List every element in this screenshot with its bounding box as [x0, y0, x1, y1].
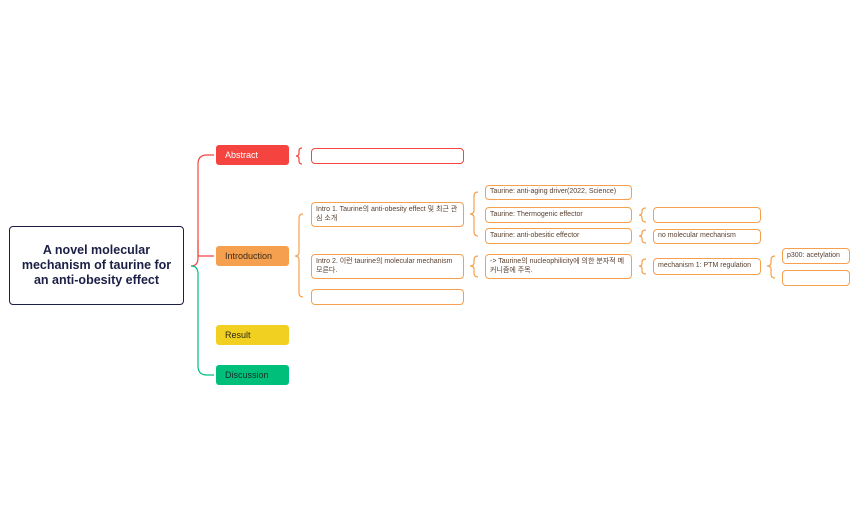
subtopic-intro1[interactable]: Intro 1. Taurine의 anti-obesity effect 및 … [311, 202, 464, 227]
topic-discussion[interactable]: Discussion [216, 365, 289, 385]
subtopic-thermogenic[interactable]: Taurine: Thermogenic effector [485, 207, 632, 223]
nucleo-brace [638, 258, 647, 275]
root-brace-green [190, 265, 214, 376]
ptm-brace [766, 255, 776, 279]
topic-result[interactable]: Result [216, 325, 289, 345]
thermo-brace [638, 207, 647, 223]
subtopic-intro2[interactable]: Intro 2. 이런 taurine의 molecular mechanism… [311, 254, 464, 279]
root-brace-red [190, 154, 214, 267]
topic-abstract[interactable]: Abstract [216, 145, 289, 165]
root-brace-orange [197, 240, 214, 257]
root-topic[interactable]: A novel molecular mechanism of taurine f… [9, 226, 184, 305]
subtopic-anti-obesitic[interactable]: Taurine: anti-obesitic effector [485, 228, 632, 244]
abstract-brace [295, 147, 303, 165]
subtopic-intro-empty[interactable] [311, 289, 464, 305]
subtopic-nucleophilicity[interactable]: -> Taurine의 nucleophilicity에 의한 분자적 메커니즘… [485, 254, 632, 279]
intro-brace [294, 213, 304, 298]
subtopic-no-mechanism[interactable]: no molecular mechanism [653, 229, 761, 244]
subtopic-ptm-regulation[interactable]: mechanism 1: PTM regulation [653, 258, 761, 275]
subtopic-thermo-empty[interactable] [653, 207, 761, 223]
obesitic-brace [638, 229, 647, 244]
subtopic-ptm-empty[interactable] [782, 270, 850, 286]
abstract-empty-subtopic[interactable] [311, 148, 464, 164]
intro1-brace [469, 191, 479, 237]
topic-introduction[interactable]: Introduction [216, 246, 289, 266]
subtopic-anti-aging[interactable]: Taurine: anti-aging driver(2022, Science… [485, 185, 632, 200]
subtopic-p300[interactable]: p300: acetylation [782, 248, 850, 264]
intro2-brace [469, 255, 479, 278]
